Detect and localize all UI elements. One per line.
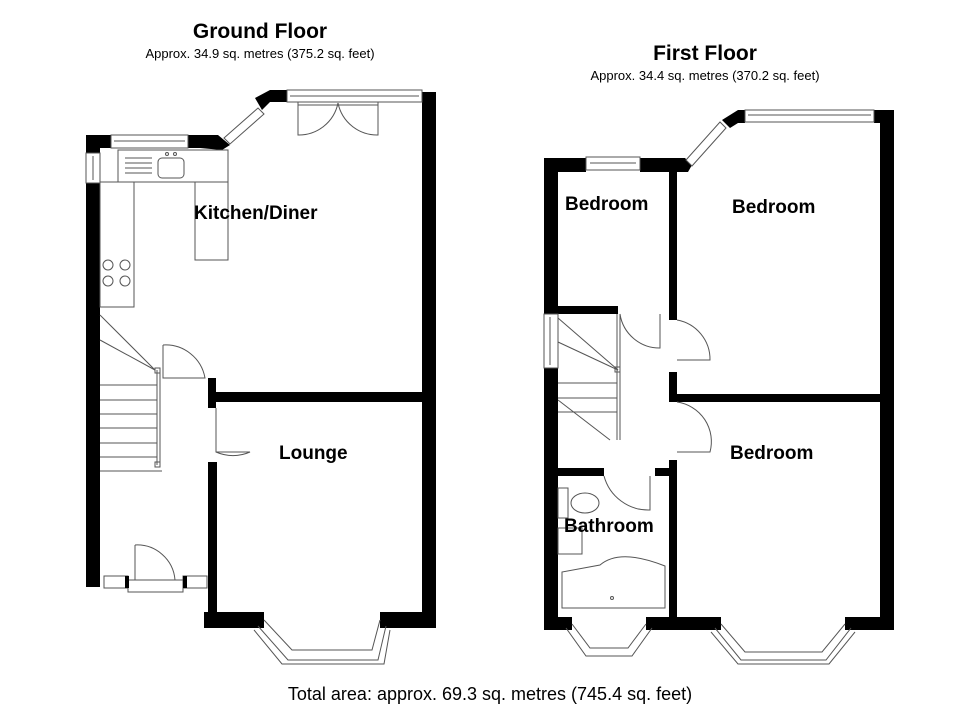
room-label-lounge: Lounge: [279, 443, 348, 464]
total-area: Total area: approx. 69.3 sq. metres (745…: [287, 684, 693, 704]
ground-floor-title: Ground Floor: [192, 20, 328, 43]
room-label-bathroom: Bathroom: [564, 516, 654, 537]
room-label-bedroom-small: Bedroom: [565, 194, 649, 215]
first-floor-plan: [543, 109, 894, 665]
first-floor-area: Approx. 34.4 sq. metres (370.2 sq. feet): [590, 68, 820, 83]
first-floor-title: First Floor: [653, 42, 757, 65]
ground-floor-walls: [86, 90, 436, 628]
first-floor-walls: [544, 110, 894, 630]
room-label-bedroom-front: Bedroom: [730, 443, 814, 464]
ground-floor-plan: [85, 89, 436, 665]
ground-floor-area: Approx. 34.9 sq. metres (375.2 sq. feet): [145, 46, 375, 61]
room-label-bedroom-large: Bedroom: [732, 197, 816, 218]
room-label-kitchen-diner: Kitchen/Diner: [194, 203, 318, 224]
